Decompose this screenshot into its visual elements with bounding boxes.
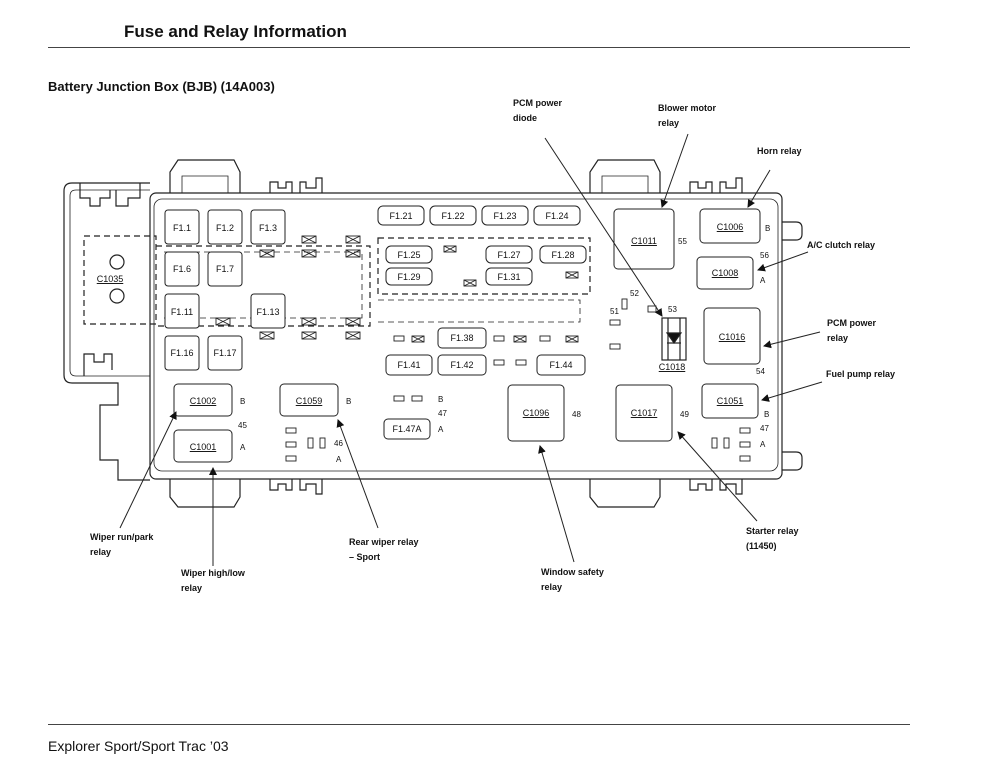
callout-starter-1: Starter relay (746, 526, 799, 536)
callout-pcm-relay-1: PCM power (827, 318, 877, 328)
fuse-f1-16: F1.16 (170, 348, 193, 358)
header-divider (48, 47, 910, 48)
fuse-f1-21: F1.21 (389, 211, 412, 221)
marker-53: 53 (668, 305, 677, 314)
fuse-f1-2: F1.2 (216, 223, 234, 233)
marker-b-c1051: B (764, 410, 769, 419)
fuse-f1-22: F1.22 (441, 211, 464, 221)
marker-49: 49 (680, 410, 689, 419)
callout-wiper-high-1: Wiper high/low (181, 568, 246, 578)
connector-c1011: C1011 (631, 236, 657, 246)
fuse-f1-29: F1.29 (397, 272, 420, 282)
callout-fuel-pump: Fuel pump relay (826, 369, 895, 379)
marker-a-c1001: A (240, 443, 246, 452)
callout-blower-2: relay (658, 118, 679, 128)
callout-pcm-relay-2: relay (827, 333, 848, 343)
marker-56: 56 (760, 251, 769, 260)
fuse-f1-3: F1.3 (259, 223, 277, 233)
section-title: Battery Junction Box (BJB) (14A003) (48, 79, 275, 94)
fuse-f1-17: F1.17 (213, 348, 236, 358)
connector-c1006: C1006 (717, 222, 744, 232)
callout-rear-wiper-1: Rear wiper relay (349, 537, 419, 547)
connector-c1096: C1096 (523, 408, 550, 418)
callout-wiper-run-2: relay (90, 547, 111, 557)
callout-starter-2: (11450) (746, 541, 777, 551)
connector-c1008: C1008 (712, 268, 739, 278)
fuse-f1-11: F1.11 (171, 307, 193, 317)
fuse-f1-27: F1.27 (497, 250, 520, 260)
fuse-f1-7: F1.7 (216, 264, 234, 274)
fuse-f1-38: F1.38 (450, 333, 473, 343)
fuse-f1-47a: F1.47A (392, 424, 421, 434)
page-title: Fuse and Relay Information (124, 22, 347, 41)
connector-c1017: C1017 (631, 408, 658, 418)
marker-a-f1-47a: A (438, 425, 444, 434)
callout-pcm-diode-2: diode (513, 113, 537, 123)
connector-c1035: C1035 (97, 274, 124, 284)
callout-pcm-diode-1: PCM power (513, 98, 563, 108)
box-outline (63, 159, 803, 508)
marker-48: 48 (572, 410, 581, 419)
connector-c1018: C1018 (659, 362, 686, 372)
relay-shapes (173, 208, 761, 463)
fuse-f1-44: F1.44 (549, 360, 572, 370)
connector-c1016: C1016 (719, 332, 746, 342)
marker-54: 54 (756, 367, 765, 376)
callout-window-1: Window safety (541, 567, 604, 577)
callout-window-2: relay (541, 582, 562, 592)
marker-a-46: A (336, 455, 342, 464)
fuse-f1-31: F1.31 (497, 272, 520, 282)
fuse-f1-41: F1.41 (397, 360, 420, 370)
fuse-f1-23: F1.23 (493, 211, 516, 221)
marker-47-middle: 47 (438, 409, 447, 418)
connector-c1001: C1001 (190, 442, 217, 452)
marker-b-c1006: B (765, 224, 770, 233)
marker-46: 46 (334, 439, 343, 448)
callout-ac-clutch: A/C clutch relay (807, 240, 875, 250)
fuse-f1-42: F1.42 (450, 360, 473, 370)
footer-text: Explorer Sport/Sport Trac ’03 (48, 738, 229, 754)
leader-lines (119, 133, 823, 566)
fuse-f1-13: F1.13 (256, 307, 279, 317)
fuse-f1-24: F1.24 (545, 211, 568, 221)
connector-c1051: C1051 (717, 396, 744, 406)
marker-b-c1059: B (346, 397, 351, 406)
fuse-f1-28: F1.28 (551, 250, 574, 260)
callout-wiper-high-2: relay (181, 583, 202, 593)
marker-51: 51 (610, 307, 619, 316)
fuse-f1-1: F1.1 (173, 223, 191, 233)
footer-divider (48, 724, 910, 725)
marker-55: 55 (678, 237, 687, 246)
fuse-f1-25: F1.25 (397, 250, 420, 260)
marker-52: 52 (630, 289, 639, 298)
marker-b-f1-47a: B (438, 395, 443, 404)
marker-b-c1002: B (240, 397, 245, 406)
callout-wiper-run-1: Wiper run/park (90, 532, 154, 542)
connector-c1059: C1059 (296, 396, 323, 406)
callout-horn: Horn relay (757, 146, 802, 156)
marker-47-right: 47 (760, 424, 769, 433)
marker-a-c1008: A (760, 276, 766, 285)
marker-45: 45 (238, 421, 247, 430)
callout-blower-1: Blower motor (658, 103, 717, 113)
fuse-shapes (164, 205, 587, 440)
fuse-f1-6: F1.6 (173, 264, 191, 274)
connector-c1002: C1002 (190, 396, 217, 406)
callout-rear-wiper-2: – Sport (349, 552, 380, 562)
marker-a-right: A (760, 440, 766, 449)
